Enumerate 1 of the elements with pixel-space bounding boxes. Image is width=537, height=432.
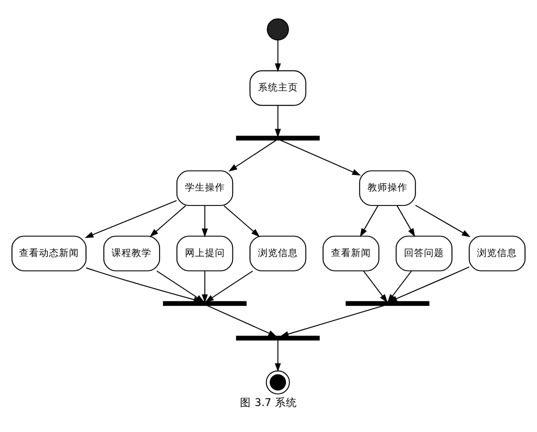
caption: 图 3.7 系统 [240,397,297,410]
